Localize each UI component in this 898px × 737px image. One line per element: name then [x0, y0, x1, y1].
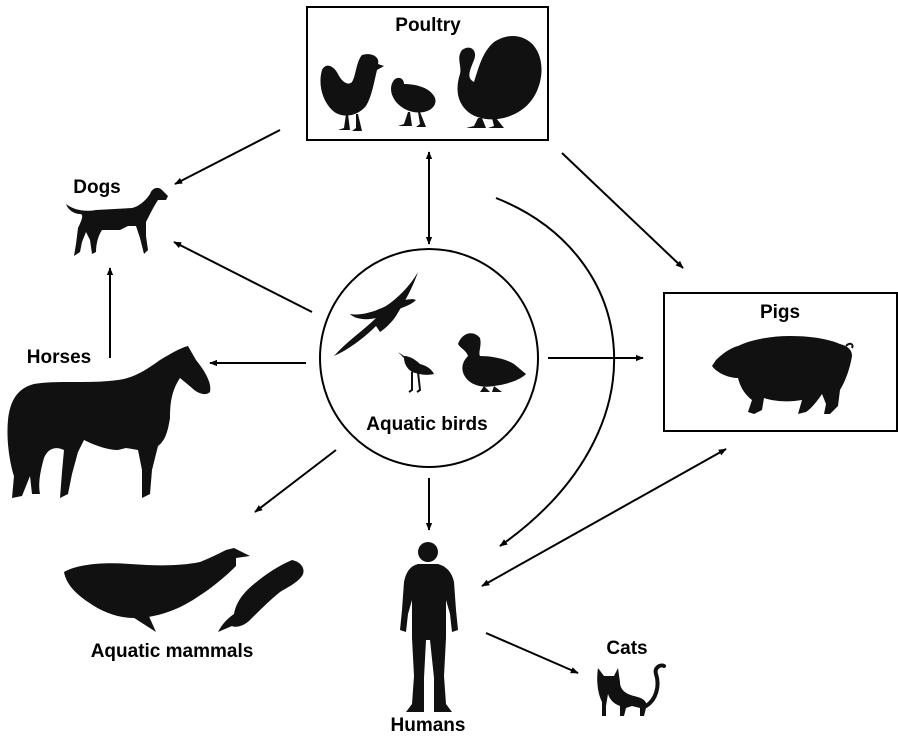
arrow-poultry-to-dogs [175, 130, 280, 184]
duck-icon [458, 333, 526, 392]
quail-icon [391, 78, 436, 127]
label-aquatic-mammals: Aquatic mammals [91, 641, 254, 662]
arrow-poultry-to-pigs [562, 153, 683, 268]
label-poultry: Poultry [395, 15, 461, 36]
arrow-birds-to-dogs [174, 242, 312, 312]
pig-icon [712, 336, 853, 414]
sandpiper-icon [398, 352, 434, 392]
turkey-icon [458, 36, 542, 128]
arrow-pigs-humans-bidirectional [482, 449, 726, 586]
label-horses: Horses [27, 347, 91, 368]
arrow-birds-to-aquatic-mammals [255, 450, 336, 512]
label-pigs: Pigs [760, 302, 800, 323]
human-icon [400, 542, 458, 712]
cat-icon [597, 665, 664, 716]
seagull-icon [334, 272, 418, 356]
label-dogs: Dogs [73, 177, 121, 198]
label-humans: Humans [391, 715, 466, 736]
arrow-humans-to-cats [486, 633, 578, 673]
dog-icon [66, 188, 168, 256]
chicken-icon [320, 54, 384, 131]
whale-icon [64, 548, 250, 632]
label-aquatic-birds: Aquatic birds [366, 414, 487, 435]
label-cats: Cats [606, 638, 647, 659]
horse-icon [7, 346, 210, 498]
